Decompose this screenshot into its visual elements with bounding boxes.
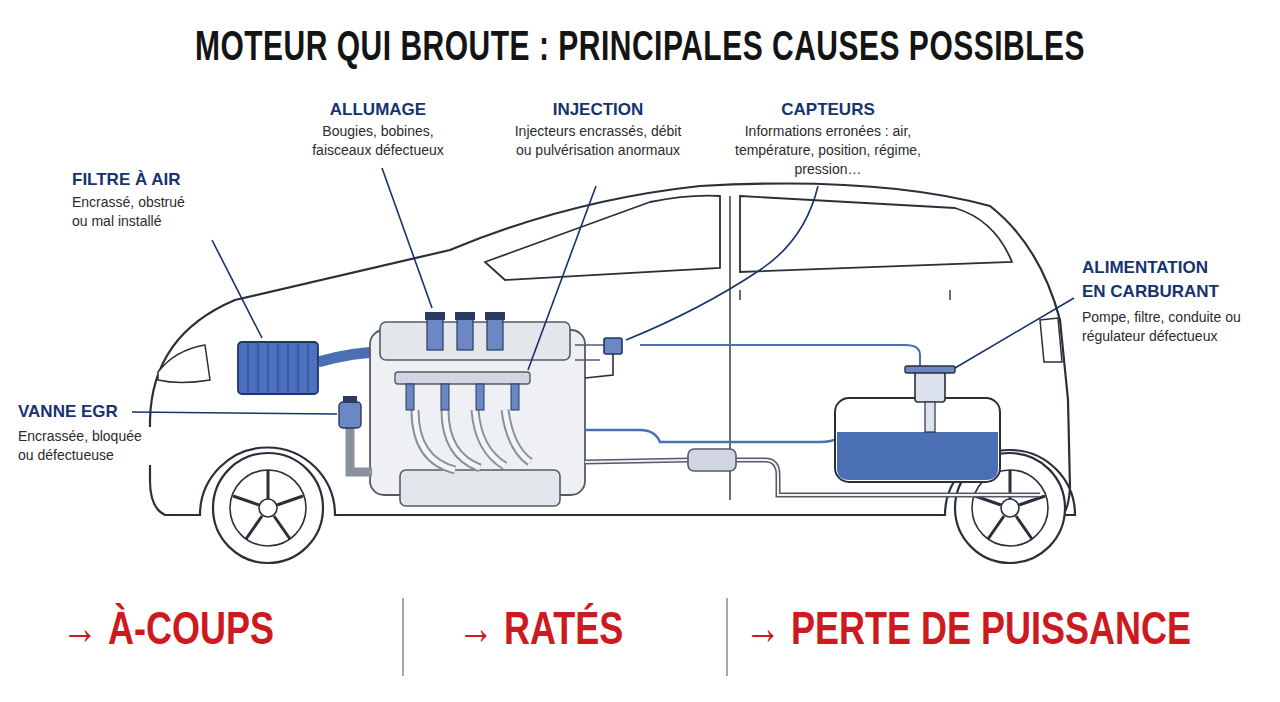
callout-heading: FILTRE À AIR xyxy=(72,168,181,192)
engine xyxy=(370,312,605,506)
callout-text: Injecteurs encrassés, débit ou pulvérisa… xyxy=(511,122,686,160)
symptom-label: → À-COUPS xyxy=(62,599,274,656)
leader-lines xyxy=(132,168,1074,414)
callout-heading: VANNE EGR xyxy=(18,400,118,424)
callout-text: Pompe, filtre, conduite ou régulateur dé… xyxy=(1082,308,1252,346)
headlight xyxy=(158,345,210,383)
fuel-return-line xyxy=(640,345,920,372)
fuel-tank xyxy=(835,366,1000,482)
front-window xyxy=(485,196,720,280)
fuel-line xyxy=(585,430,838,442)
callout-text: Informations erronées : air, température… xyxy=(731,122,926,179)
callout-heading: CAPTEURS xyxy=(728,98,928,122)
rear-window xyxy=(740,196,1012,272)
rear-light xyxy=(1040,318,1062,362)
egr-valve xyxy=(339,396,372,472)
diagram-title: MOTEUR QUI BROUTE : PRINCIPALES CAUSES P… xyxy=(0,22,1280,70)
callout-heading: ALLUMAGE xyxy=(278,98,478,122)
symptom-label: → RATÉS xyxy=(458,599,623,656)
divider-lines xyxy=(403,598,727,676)
front-wheel xyxy=(213,453,323,563)
callout-text: Encrassé, obstrué ou mal installé xyxy=(72,193,202,231)
callout-text: Encrassée, bloquée ou défectueuse xyxy=(18,427,158,465)
sensor xyxy=(585,338,622,378)
callout-text: Bougies, bobines, faisceaux défectueux xyxy=(298,122,458,160)
callout-heading: INJECTION xyxy=(498,98,698,122)
symptom-label: → PERTE DE PUISSANCE xyxy=(745,599,1191,656)
callout-heading: ALIMENTATION EN CARBURANT xyxy=(1082,256,1232,304)
